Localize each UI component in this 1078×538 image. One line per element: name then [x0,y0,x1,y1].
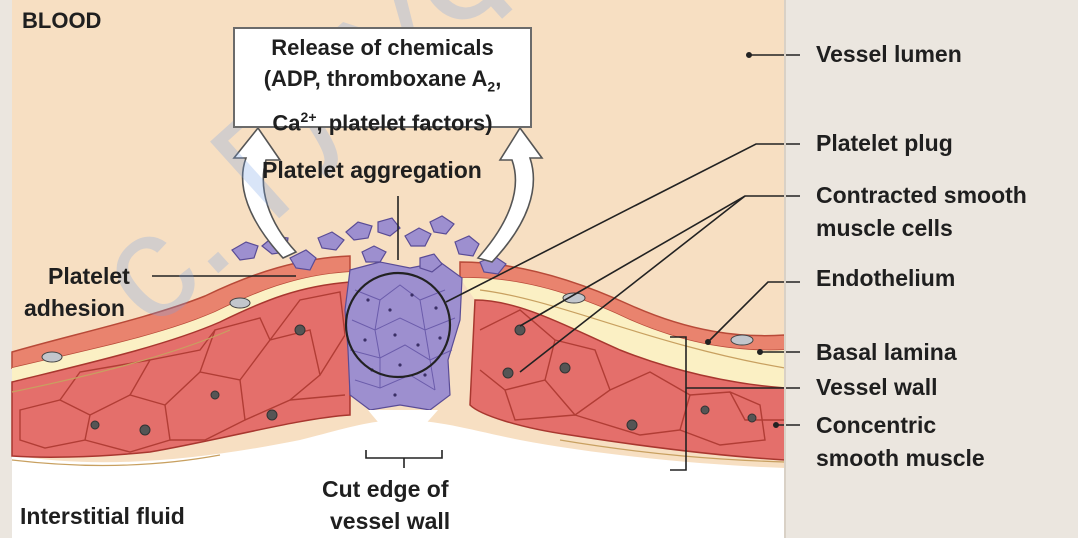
release-chemicals-box: Release of chemicals (ADP, thromboxane A… [233,27,532,128]
cut-edge-label-1: Cut edge of [322,473,449,506]
platelet-aggregation-label: Platelet aggregation [262,154,482,187]
basal-lamina-label: Basal lamina [816,336,957,369]
vessel-wall-label: Vessel wall [816,371,937,404]
vessel-lumen-label: Vessel lumen [816,38,962,71]
blood-label: BLOOD [22,4,101,37]
concentric-smooth-muscle-label-2: smooth muscle [816,442,985,475]
platelet-adhesion-label-2: adhesion [24,292,125,325]
platelet-adhesion-label-1: Platelet [48,260,130,293]
cut-edge-label-2: vessel wall [330,505,450,538]
concentric-smooth-muscle-label-1: Concentric [816,409,936,442]
release-line-1: Release of chemicals [235,32,530,63]
platelet-plug-label: Platelet plug [816,127,953,160]
contracted-smooth-muscle-label-1: Contracted smooth [816,179,1027,212]
release-line-3: Ca2+, platelet factors) [235,102,530,138]
endothelium-label: Endothelium [816,262,955,295]
release-line-2: (ADP, thromboxane A2, [235,63,530,102]
contracted-smooth-muscle-label-2: muscle cells [816,212,953,245]
interstitial-fluid-label: Interstitial fluid [20,500,185,533]
platelet-plug [345,262,462,410]
